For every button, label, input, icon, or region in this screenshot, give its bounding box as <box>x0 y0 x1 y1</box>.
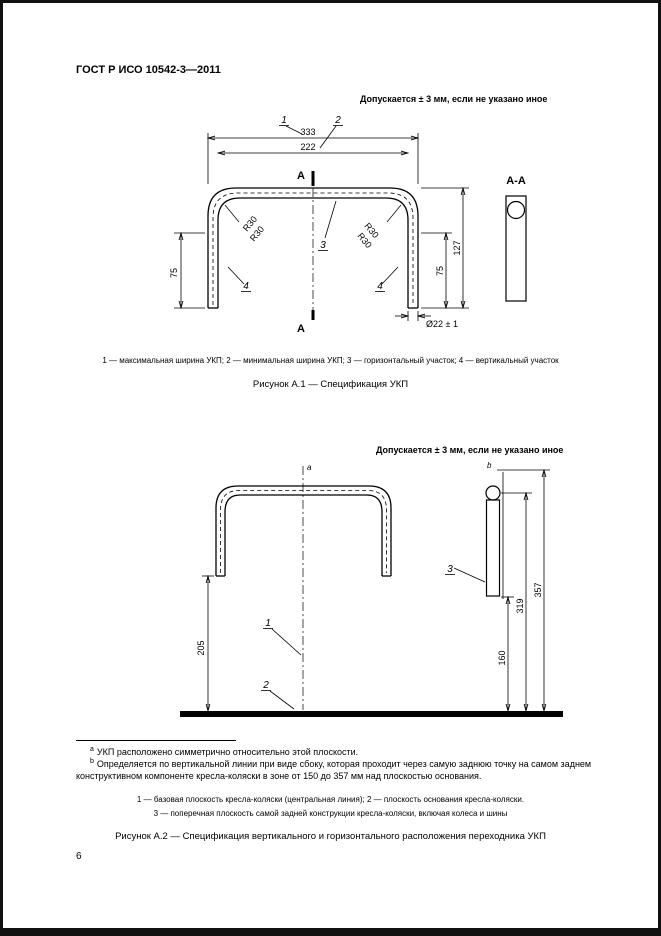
callout-2: 2 <box>261 680 295 710</box>
footnote-marker-b-label: b <box>487 461 492 470</box>
dim-leg-left: 75 <box>169 268 179 278</box>
dim-leg-right: 75 <box>435 266 445 276</box>
rear-structure-side-view: b <box>485 461 504 599</box>
figure-a1-drawing: 333 222 1 2 А А <box>169 115 527 335</box>
footnote-b-marker: b <box>90 758 94 765</box>
label-4: 4 <box>243 281 249 292</box>
dimension-rear-top: 357 <box>497 470 550 711</box>
dimension-leg-left: 75 <box>169 233 205 308</box>
tube-cross-section <box>506 200 526 220</box>
label-2: 2 <box>262 680 269 691</box>
ukp-arch-outline <box>207 187 419 309</box>
footnote-separator <box>76 740 236 741</box>
figure-a2-caption-line1: 1 — базовая плоскость кресла-коляски (це… <box>136 795 525 804</box>
label-1: 1 <box>281 115 287 126</box>
figure-a1-title: Рисунок А.1 — Спецификация УКП <box>252 379 409 390</box>
label-4: 4 <box>377 281 383 292</box>
dimension-rear-low: 160 <box>497 597 514 711</box>
tolerance-note-a2: Допускается ± 3 мм, если не указано иное <box>376 445 564 455</box>
callout-1: 1 <box>263 618 302 656</box>
dimension-rear-mid: 319 <box>501 493 532 711</box>
footnote-marker-a-label: a <box>307 463 312 472</box>
section-view-a-a: А-А <box>505 175 527 302</box>
figure-a2-drawing: a 205 1 2 <box>180 461 563 717</box>
dimension-height: 127 <box>421 188 469 308</box>
dim-width-min: 222 <box>300 142 315 152</box>
figure-a1-caption: 1 — максимальная ширина УКП; 2 — минимал… <box>102 356 559 365</box>
ukp-arch-outline <box>215 485 392 577</box>
tolerance-note-a1: Допускается ± 3 мм, если не указано иное <box>360 94 548 104</box>
callout-2: 2 <box>319 115 343 149</box>
section-cut-line: А А <box>297 170 315 335</box>
figure-a2-title: Рисунок А.2 — Спецификация вертикального… <box>115 831 546 842</box>
footnote-b-text: Определяется по вертикальной линии при в… <box>76 759 592 781</box>
callout-4-left: 4 <box>227 266 251 292</box>
radius-callout-left: R30 R30 <box>224 204 266 243</box>
dim-rear-top: 357 <box>533 582 543 597</box>
footnote-a-marker: a <box>90 746 94 753</box>
document-header: ГОСТ Р ИСО 10542-3—2011 <box>76 64 221 76</box>
page-number: 6 <box>76 851 82 862</box>
section-cut-top-label: А <box>297 170 305 182</box>
callout-1: 1 <box>279 115 303 135</box>
section-cut-bottom-label: А <box>297 323 305 335</box>
dim-width-max: 333 <box>300 127 315 137</box>
radius-callout-right: R30 R30 <box>355 204 402 250</box>
dimension-leg-to-ground: 205 <box>196 576 214 711</box>
dim-rear-mid: 319 <box>515 598 525 613</box>
dim-height: 127 <box>452 240 462 255</box>
callout-4-right: 4 <box>375 266 399 292</box>
label-3: 3 <box>447 564 453 575</box>
figure-a2-caption-line2: 3 — поперечная плоскость самой задней ко… <box>153 809 508 818</box>
callout-3: 3 <box>445 564 486 583</box>
footnote-a-text: УКП расположено симметрично относительно… <box>96 747 359 757</box>
dimension-tube-diameter: Ø22 ± 1 <box>395 311 458 329</box>
dim-rear-low: 160 <box>497 650 507 665</box>
label-2: 2 <box>334 115 341 126</box>
dimension-width-group: 333 222 <box>208 127 418 184</box>
section-view-label: А-А <box>506 175 526 187</box>
label-3: 3 <box>320 240 326 251</box>
callout-3: 3 <box>318 200 337 251</box>
dim-tube-diameter: Ø22 ± 1 <box>426 319 458 329</box>
label-1: 1 <box>265 618 271 629</box>
central-plane-line: a <box>302 463 312 710</box>
dim-leg-ground: 205 <box>196 640 206 655</box>
